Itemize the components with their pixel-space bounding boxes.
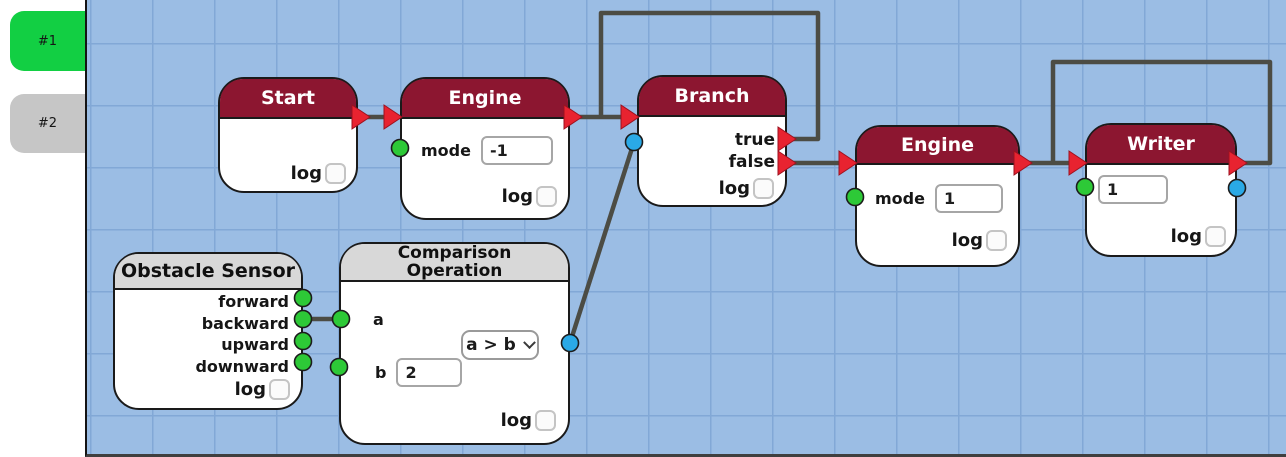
port-label-downward: downward	[195, 356, 289, 376]
port-label-backward: backward	[201, 313, 289, 333]
mode-input[interactable]	[480, 136, 553, 165]
node-branch-title: Branch	[639, 77, 785, 117]
log-label: log	[290, 163, 322, 184]
log-label: log	[501, 186, 533, 207]
comparison-operator-dropdown[interactable]: a > b	[461, 330, 539, 360]
program-tab-sidebar: #1 #2	[0, 0, 85, 457]
comparison-a-label: a	[373, 310, 384, 329]
chevron-down-icon	[522, 335, 536, 349]
node-start-title: Start	[220, 79, 356, 119]
log-checkbox[interactable]	[269, 379, 290, 400]
branch-true-label: true	[734, 130, 775, 150]
log-label: log	[951, 230, 983, 251]
log-checkbox[interactable]	[325, 163, 346, 184]
log-checkbox[interactable]	[1205, 226, 1226, 247]
node-start[interactable]: Start log	[218, 77, 358, 193]
node-obstacle-sensor[interactable]: Obstacle Sensor forward backward upward …	[113, 252, 303, 410]
node-obstacle-sensor-title: Obstacle Sensor	[115, 254, 301, 290]
mode-input[interactable]	[934, 184, 1003, 213]
log-label: log	[500, 410, 532, 431]
node-engine-2[interactable]: Engine mode log	[855, 125, 1020, 267]
log-checkbox[interactable]	[753, 178, 774, 199]
node-engine-1[interactable]: Engine mode log	[400, 77, 570, 220]
comparison-b-label: b	[375, 363, 387, 382]
writer-value-input[interactable]	[1098, 175, 1168, 204]
node-writer-title: Writer	[1087, 125, 1235, 165]
node-engine1-title: Engine	[402, 79, 568, 119]
tab-program-1[interactable]: #1	[10, 11, 85, 71]
mode-label: mode	[875, 189, 925, 208]
port-label-forward: forward	[218, 292, 289, 311]
log-label: log	[718, 178, 750, 199]
log-label: log	[234, 379, 266, 400]
log-checkbox[interactable]	[536, 186, 557, 207]
log-label: log	[1170, 226, 1202, 247]
comparison-b-input[interactable]	[396, 358, 463, 387]
log-checkbox[interactable]	[535, 410, 556, 431]
node-comparison-title: Comparison Operation	[397, 243, 512, 281]
port-label-upward: upward	[221, 335, 289, 354]
node-branch[interactable]: Branch true false log	[637, 75, 787, 207]
branch-false-label: false	[728, 151, 775, 172]
tab-program-2[interactable]: #2	[10, 94, 85, 153]
log-checkbox[interactable]	[986, 230, 1007, 251]
mode-label: mode	[421, 141, 471, 160]
node-engine2-title: Engine	[857, 127, 1018, 165]
node-writer[interactable]: Writer log	[1085, 123, 1237, 257]
comparison-operator-value: a > b	[466, 335, 516, 355]
node-comparison-operation[interactable]: Comparison Operation a a > b b log	[339, 242, 570, 445]
